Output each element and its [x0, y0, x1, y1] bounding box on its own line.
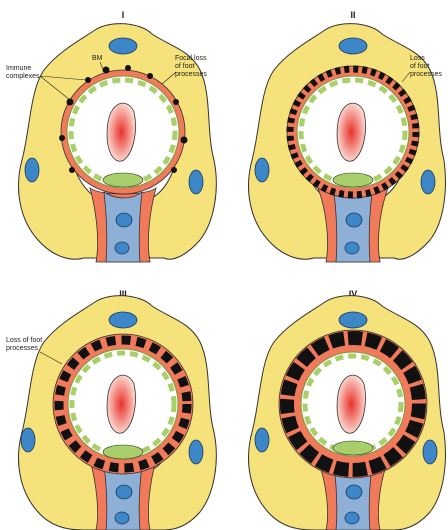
svg-text:Immune: Immune: [6, 65, 31, 72]
green-endothelial-segment: [333, 441, 373, 455]
panel-stage-3: III Loss of foot processes: [6, 289, 216, 530]
green-endothelial-segment: [103, 445, 143, 459]
svg-text:of foot: of foot: [175, 63, 195, 70]
svg-text:complexes: complexes: [6, 73, 40, 80]
svg-text:processes: processes: [175, 71, 207, 78]
svg-text:Loss of foot: Loss of foot: [6, 337, 42, 344]
panel-stage-2: II Loss of foot processes: [249, 10, 446, 262]
svg-text:Loss: Loss: [410, 55, 425, 62]
stage-label: II: [350, 10, 355, 20]
green-endothelial-segment: [103, 173, 143, 187]
svg-text:of foot: of foot: [410, 63, 430, 70]
stage-label: I: [122, 10, 125, 20]
svg-text:processes: processes: [410, 71, 442, 78]
svg-text:BM: BM: [92, 55, 103, 62]
panel-stage-4: IV: [249, 289, 446, 530]
svg-text:processes: processes: [6, 345, 38, 352]
panel-stage-1: I BM Immune complexes: [6, 10, 216, 262]
green-endothelial-segment: [333, 173, 373, 187]
svg-text:Focal loss: Focal loss: [175, 55, 207, 62]
